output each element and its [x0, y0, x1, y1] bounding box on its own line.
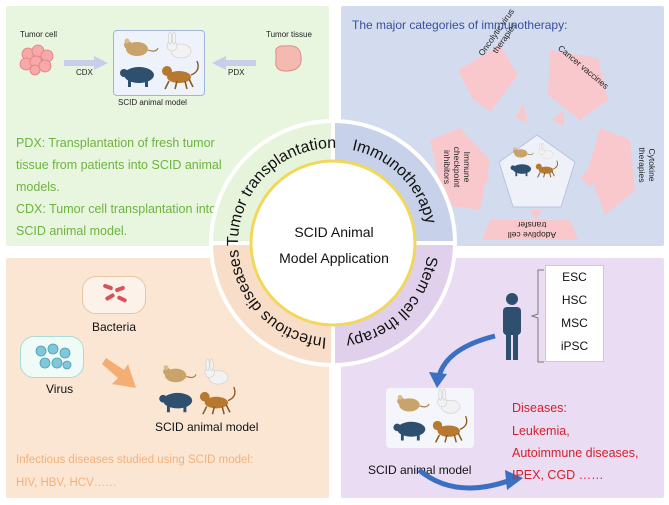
bracket-icon	[530, 269, 544, 363]
disease-leukemia: Leukemia,	[512, 424, 570, 438]
pdx-label: PDX	[228, 68, 245, 77]
tumor-cell-icon	[19, 44, 54, 76]
bacteria-icon	[103, 283, 127, 303]
person-icon	[503, 293, 521, 360]
virus-label: Virus	[46, 382, 74, 396]
arrow-oncolytic	[515, 104, 528, 122]
diseases-heading: Diseases:	[512, 401, 567, 415]
down-right-arrow-icon	[102, 358, 136, 388]
cell-msc: MSC	[561, 316, 588, 330]
center-title-line2: Model Application	[279, 250, 389, 266]
cell-ipsc: iPSC	[560, 339, 589, 353]
virus-box	[20, 336, 84, 378]
immunotherapy-pentagon	[430, 45, 635, 240]
arrow-vaccines	[552, 110, 564, 126]
curved-arrow-bottom-icon	[417, 468, 523, 491]
pdx-description: PDX: Transplantation of fresh tumor tiss…	[16, 136, 222, 194]
curved-arrow-top-icon	[429, 333, 496, 388]
infectious-desc-1: Infectious diseases studied using SCID m…	[16, 454, 254, 466]
center-ring: Tumor transplantation Immunotherapy Infe…	[209, 119, 457, 367]
scid-animal-model-box	[386, 388, 474, 448]
cdx-label: CDX	[76, 68, 93, 77]
cytokine-label: Cytokine therapies	[637, 147, 657, 183]
disease-autoimmune: Autoimmune diseases,	[512, 446, 639, 460]
cell-hsc: HSC	[561, 293, 588, 307]
vaccines-box	[548, 50, 608, 120]
infectious-desc-2: HIV, HBV, HCV……	[16, 477, 117, 489]
animals-icon	[392, 388, 468, 444]
cdx-arrow-icon	[64, 56, 108, 70]
immunotherapy-title: The major categories of immunotherapy:	[352, 18, 568, 32]
animals-icon	[119, 31, 199, 90]
adoptive-box	[482, 220, 578, 240]
arrow-checkpoint	[478, 166, 490, 190]
tumor-tissue-label: Tumor tissue	[266, 30, 312, 39]
scid-animal-model-box	[113, 30, 205, 96]
scid-model-label: SCID animal model	[118, 98, 187, 107]
adoptive-label: Adoptive cell transfer	[507, 220, 557, 240]
checkpoint-box	[430, 128, 490, 210]
center-title-line1: SCID Animal	[294, 224, 374, 240]
cell-esc: ESC	[562, 270, 587, 284]
tumor-cell-label: Tumor cell	[20, 30, 58, 39]
tumor-tissue-icon	[275, 45, 302, 72]
cdx-description: CDX: Tumor cell transplantation into SCI…	[16, 202, 217, 238]
arrow-adoptive	[530, 210, 542, 220]
virus-icon	[35, 343, 72, 370]
stem-cell-list: ESC HSC MSC iPSC	[545, 265, 604, 362]
arrow-cytokine	[580, 165, 592, 188]
center-circle	[249, 159, 417, 327]
pentagon-core	[498, 134, 576, 208]
cytokine-box	[588, 128, 635, 215]
bacteria-box	[82, 276, 146, 314]
disease-ipex-cgd: IPEX, CGD ……	[512, 468, 604, 482]
pdx-arrow-icon	[212, 56, 256, 70]
oncolytic-box	[458, 45, 518, 112]
scid-model-label: SCID animal model	[155, 420, 259, 434]
bacteria-label: Bacteria	[92, 320, 137, 334]
